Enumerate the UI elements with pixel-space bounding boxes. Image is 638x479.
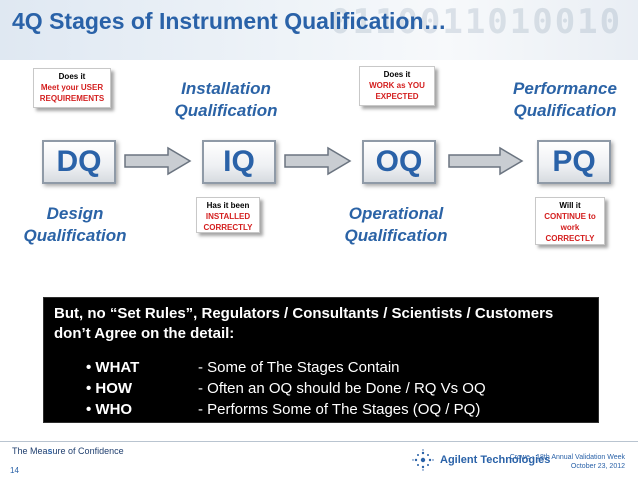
note-iq-line1: Has it been <box>201 200 255 211</box>
stage-label-oq-line2: Qualification <box>345 226 448 245</box>
stage-label-pq-line1: Performance <box>513 79 617 98</box>
note-pq: Will it CONTINUE to work CORRECTLY <box>535 197 605 245</box>
bullet-who-desc: - Performs Some of The Stages (OQ / PQ) <box>198 399 480 420</box>
stage-label-dq-line2: Qualification <box>24 226 127 245</box>
stage-label-dq-line1: Design <box>47 204 104 223</box>
stage-label-pq-line2: Qualification <box>514 101 617 120</box>
page-number: 14 <box>10 466 19 475</box>
stage-box-dq: DQ <box>42 140 116 184</box>
stage-label-iq-line2: Qualification <box>175 101 278 120</box>
stage-label-oq: Operational Qualification <box>334 203 458 247</box>
note-dq-line1: Does it <box>38 71 106 82</box>
note-oq-line3: EXPECTED <box>364 91 430 102</box>
stage-box-oq: OQ <box>362 140 436 184</box>
note-dq-line2: Meet your USER <box>38 82 106 93</box>
bullet-what: • WHAT - Some of The Stages Contain <box>54 357 588 378</box>
bullet-how-desc: - Often an OQ should be Done / RQ Vs OQ <box>198 378 486 399</box>
arrow-iq-to-oq <box>284 146 352 176</box>
stage-box-pq: PQ <box>537 140 611 184</box>
note-iq: Has it been INSTALLED CORRECTLY <box>196 197 260 233</box>
stage-label-iq-line1: Installation <box>181 79 271 98</box>
note-iq-line2: INSTALLED <box>201 211 255 222</box>
slide-title: 4Q Stages of Instrument Qualification… <box>12 8 447 35</box>
bullet-how: • HOW - Often an OQ should be Done / RQ … <box>54 378 588 399</box>
panel-heading-line2: don’t Agree on the detail: <box>54 324 588 344</box>
note-oq-line2: WORK as YOU <box>364 80 430 91</box>
event-line1: Crowe - 18th Annual Validation Week <box>510 453 625 462</box>
panel-bullet-list: • WHAT - Some of The Stages Contain • HO… <box>54 357 588 420</box>
note-oq: Does it WORK as YOU EXPECTED <box>359 66 435 106</box>
note-pq-line3: work <box>540 222 600 233</box>
footer-divider <box>0 441 638 442</box>
stage-label-dq: Design Qualification <box>14 203 136 247</box>
note-oq-line1: Does it <box>364 69 430 80</box>
event-line2: October 23, 2012 <box>510 462 625 471</box>
rules-panel: But, no “Set Rules”, Regulators / Consul… <box>43 297 599 423</box>
stage-label-pq: Performance Qualification <box>505 78 625 122</box>
bullet-who-key: • WHO <box>54 399 198 420</box>
note-pq-line1: Will it <box>540 200 600 211</box>
note-pq-line4: CORRECTLY <box>540 233 600 244</box>
stage-label-iq: Installation Qualification <box>170 78 282 122</box>
note-dq: Does it Meet your USER REQUIREMENTS <box>33 68 111 108</box>
note-pq-line2: CONTINUE to <box>540 211 600 222</box>
tagline-prefix: The Mea <box>12 446 48 456</box>
footer-tagline: The Measure of Confidence <box>12 446 124 456</box>
arrow-dq-to-iq <box>124 146 192 176</box>
note-iq-line3: CORRECTLY <box>201 222 255 233</box>
panel-heading-line1: But, no “Set Rules”, Regulators / Consul… <box>54 304 588 324</box>
stage-box-iq: IQ <box>202 140 276 184</box>
agilent-spark-icon <box>412 449 434 471</box>
event-info: Crowe - 18th Annual Validation Week Octo… <box>510 453 625 471</box>
bullet-how-key: • HOW <box>54 378 198 399</box>
bullet-who: • WHO - Performs Some of The Stages (OQ … <box>54 399 588 420</box>
bullet-what-desc: - Some of The Stages Contain <box>198 357 400 378</box>
tagline-suffix: ure of Confidence <box>53 446 124 456</box>
note-dq-line3: REQUIREMENTS <box>38 93 106 104</box>
arrow-oq-to-pq <box>448 146 524 176</box>
stage-label-oq-line1: Operational <box>349 204 443 223</box>
bullet-what-key: • WHAT <box>54 357 198 378</box>
